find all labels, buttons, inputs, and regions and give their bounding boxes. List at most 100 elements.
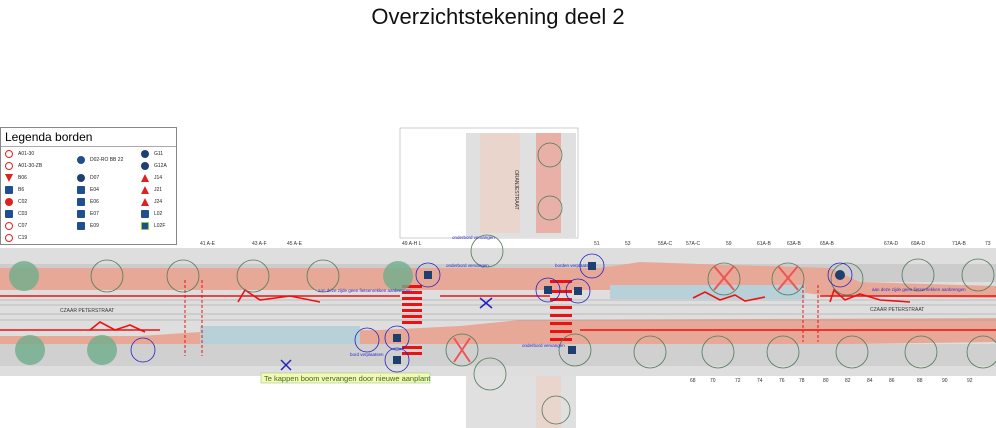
trees bbox=[90, 142, 996, 425]
house-number: 88 bbox=[917, 378, 923, 384]
legend-item: G11 bbox=[137, 148, 167, 160]
parking-sign-icon bbox=[77, 186, 85, 194]
cross-icon bbox=[280, 297, 493, 371]
house-number: 55A-C bbox=[658, 241, 673, 247]
legend-label: D02-RO BB 22 bbox=[90, 157, 124, 163]
legend-item: E09 bbox=[73, 220, 123, 232]
tree-note-box bbox=[260, 372, 431, 384]
annotation: bord verplaatsen bbox=[350, 352, 384, 357]
house-number: 68 bbox=[690, 378, 696, 384]
legend-label: J14 bbox=[154, 175, 163, 181]
street-name: CZAAR PETERSTRAAT bbox=[870, 307, 924, 313]
legend-item: G12A bbox=[137, 160, 167, 172]
legend-label: L02F bbox=[154, 223, 166, 229]
house-number: 71A-B bbox=[952, 241, 967, 247]
trees-to-remove bbox=[453, 265, 799, 363]
south-sidewalk bbox=[0, 344, 996, 366]
crossing-sign-icon bbox=[141, 210, 149, 218]
legend-item: C02 bbox=[1, 196, 42, 208]
legend-panel: Legenda borden A01-30 A01-30-ZB B06 B6 C… bbox=[0, 127, 177, 245]
legend-label: J21 bbox=[154, 187, 163, 193]
legend-label: C03 bbox=[18, 211, 28, 217]
sign-markers bbox=[393, 262, 845, 364]
slide-title: Overzichtstekening deel 2 bbox=[371, 4, 625, 29]
legend-column: D02-RO BB 22 D07 E04 E06 E07 E09 bbox=[73, 148, 123, 232]
legend-label: E04 bbox=[90, 187, 99, 193]
yield-sign-icon bbox=[5, 174, 13, 182]
house-number: 45 A-E bbox=[287, 241, 303, 247]
legend-label: E06 bbox=[90, 199, 99, 205]
annotation: onderbord vervangen bbox=[522, 343, 565, 348]
north-green-strip bbox=[610, 285, 805, 299]
warning-sign-icon bbox=[141, 186, 149, 194]
parking-sign-icon bbox=[77, 222, 85, 230]
house-number: 74 bbox=[757, 378, 763, 384]
legend-item: L02F bbox=[137, 220, 167, 232]
house-number: 61A-B bbox=[757, 241, 772, 247]
legend-item: B06 bbox=[1, 172, 42, 184]
legend-item: J14 bbox=[137, 172, 167, 184]
legend-item: B6 bbox=[1, 184, 42, 196]
no-pedestrians-sign-icon bbox=[5, 234, 13, 242]
crossing-sign-icon bbox=[141, 222, 149, 230]
priority-sign-icon bbox=[5, 186, 13, 194]
legend-item: C19 bbox=[1, 232, 42, 244]
house-number: 57A-C bbox=[686, 241, 701, 247]
house-number: 41 A-E bbox=[200, 241, 216, 247]
legend-label: L02 bbox=[154, 211, 163, 217]
bollard-icon bbox=[77, 156, 85, 164]
house-number: 63A-B bbox=[787, 241, 802, 247]
legend-column: A01-30 A01-30-ZB B06 B6 C02 C03 C07 C19 bbox=[1, 148, 42, 244]
legend-label: G12A bbox=[154, 163, 167, 169]
zone-sign-icon bbox=[141, 150, 149, 158]
house-number: 84 bbox=[867, 378, 873, 384]
house-number: 67A-D bbox=[884, 241, 899, 247]
house-number: 59 bbox=[726, 241, 732, 247]
legend-label: J24 bbox=[154, 199, 163, 205]
legend-item: E04 bbox=[73, 184, 123, 196]
house-number: 90 bbox=[942, 378, 948, 384]
speed-limit-sign-icon bbox=[5, 150, 13, 158]
warning-sign-icon bbox=[141, 174, 149, 182]
cross-street-sidewalk bbox=[480, 133, 520, 233]
annotation: aan deze zijde geen fietsenrekken aanbre… bbox=[872, 287, 966, 292]
new-trees bbox=[9, 261, 413, 365]
annotation: onderbord vervangen bbox=[452, 235, 495, 240]
legend-label: G11 bbox=[154, 151, 164, 157]
annotation: aan deze zijde geen fietsenrekken aanbre… bbox=[318, 288, 412, 293]
legend-label: B06 bbox=[18, 175, 27, 181]
house-number: 69A-D bbox=[911, 241, 926, 247]
legend-label: A01-30-ZB bbox=[18, 163, 43, 169]
legend-item: D02-RO BB 22 bbox=[73, 148, 123, 172]
house-numbers-bottom: 68 70 72 74 76 78 80 82 84 86 88 90 92 bbox=[690, 378, 973, 384]
legend-label: C02 bbox=[18, 199, 28, 205]
tree-note: Te kappen boom vervangen door nieuwe aan… bbox=[264, 374, 431, 383]
house-number: 80 bbox=[823, 378, 829, 384]
south-green-strip bbox=[200, 326, 360, 344]
annotation: onderbord vervangen bbox=[446, 263, 489, 268]
house-number: 51 bbox=[594, 241, 600, 247]
legend-item: J21 bbox=[137, 184, 167, 196]
legend-item: C03 bbox=[1, 208, 42, 220]
annotation: borden verplaatsen bbox=[555, 263, 594, 268]
house-number: 53 bbox=[625, 241, 631, 247]
zebra-crossing-west bbox=[402, 285, 422, 355]
legend-label: C07 bbox=[18, 223, 28, 229]
zone-sign-icon bbox=[141, 162, 149, 170]
legend-label: A01-30 bbox=[18, 151, 35, 157]
legend-label: E07 bbox=[90, 211, 99, 217]
no-entry-sign-icon bbox=[5, 198, 13, 206]
legend-column: G11 G12A J14 J21 J24 L02 L02F bbox=[137, 148, 167, 232]
legend-item: A01-30 bbox=[1, 148, 42, 160]
no-trucks-sign-icon bbox=[5, 222, 13, 230]
legend-item: C07 bbox=[1, 220, 42, 232]
house-number: 78 bbox=[799, 378, 805, 384]
house-number: 73 bbox=[985, 241, 991, 247]
warning-sign-icon bbox=[141, 198, 149, 206]
legend-item: E06 bbox=[73, 196, 123, 208]
house-number: 49 A-H L bbox=[402, 241, 422, 247]
speed-zone-sign-icon bbox=[5, 162, 13, 170]
traffic-signs bbox=[130, 253, 853, 373]
one-way-sign-icon bbox=[5, 210, 13, 218]
